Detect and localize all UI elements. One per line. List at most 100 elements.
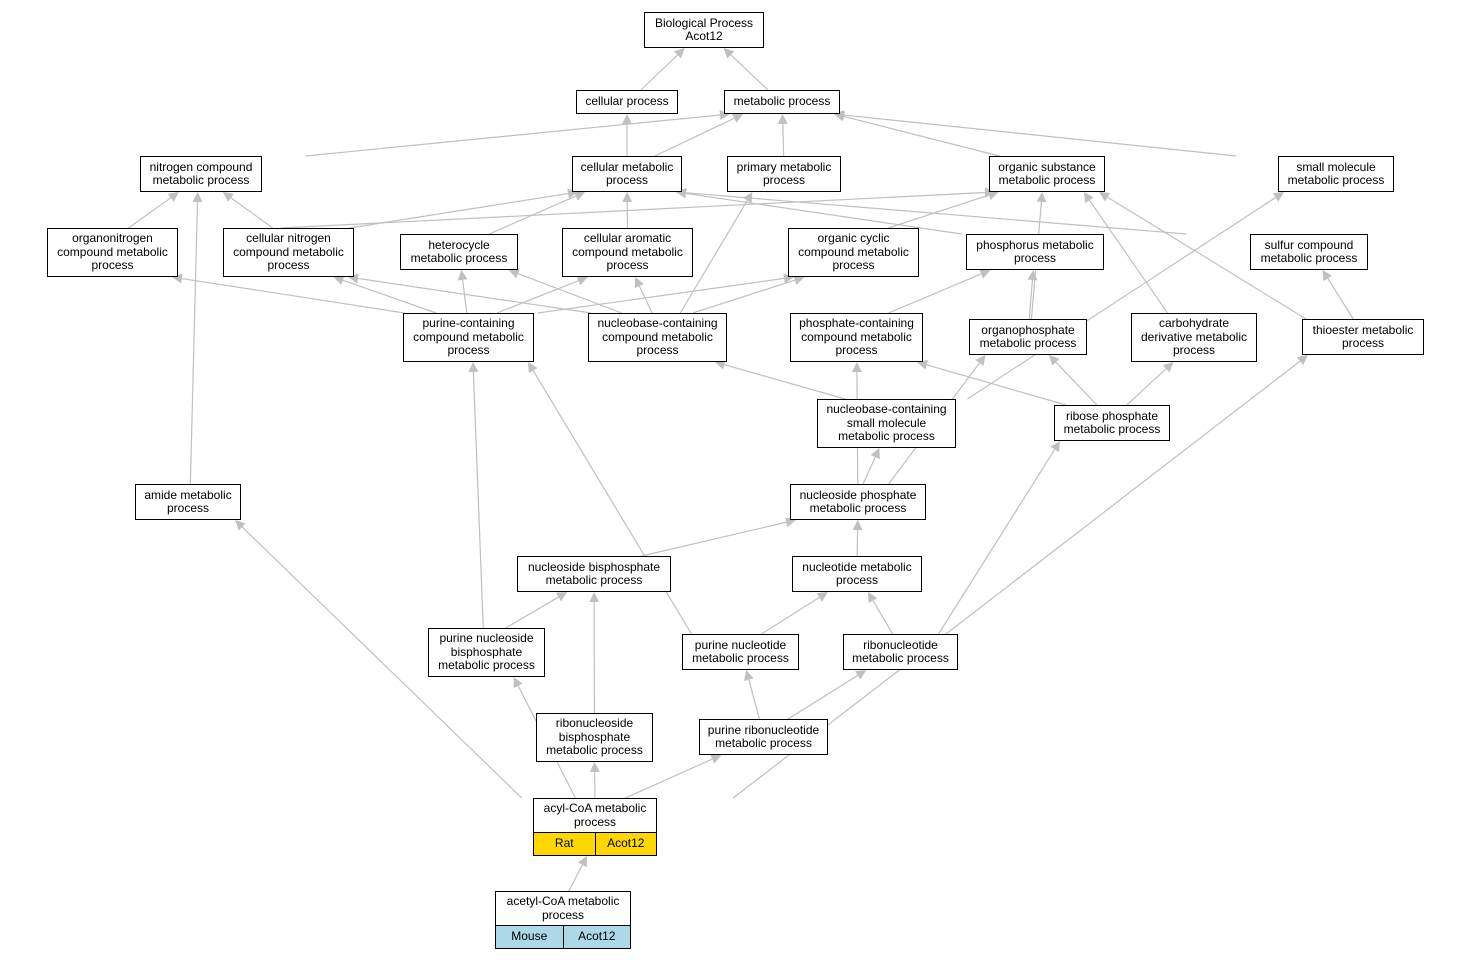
edge-nucbasecont-to-hetero [517,272,622,314]
node-label: metabolic process [152,173,250,187]
node-nucleoside-phosphate-metabolic-process[interactable]: nucleoside phosphate metabolic process [790,484,926,520]
edge-metabolic-to-root [730,54,769,91]
node-nucleobase-containing-compound-metabolic-process[interactable]: nucleobase-containing compound metabolic… [588,313,727,362]
edge-orgsub-to-metabolic [843,115,1000,157]
node-acetyl-coa-metabolic-process[interactable]: acetyl-CoA metabolic process Mouse Acot1… [495,891,631,949]
arrowhead [917,359,928,370]
edge-nucphos-to-nucbasesmall [862,456,876,485]
edge-nucbasecont-to-cellnitro [357,277,592,314]
annotation-row-rat: Rat Acot12 [534,832,656,855]
node-ribose-phosphate-metabolic-process[interactable]: ribose phosphate metabolic process [1054,405,1170,441]
node-label: metabolic process [733,94,831,109]
node-label: ribose phosphate [1065,408,1159,423]
edge-orgcyc-to-orgsub [888,194,990,229]
arrowhead [1297,355,1308,366]
arrowhead [573,191,585,201]
species-label: Rat [554,836,574,851]
arrowhead [870,448,880,460]
node-cellular-nitrogen-compound-metabolic-process[interactable]: cellular nitrogen compound metabolic pro… [223,228,354,277]
node-nucleobase-containing-small-molecule-metabolic-process[interactable]: nucleobase-containing small molecule met… [817,399,956,448]
arrowhead [1322,270,1333,282]
node-label: process [267,258,310,273]
node-label: metabolic process [852,651,949,665]
node-cellular-process[interactable]: cellular process [576,90,678,114]
node-label: phosphorus metabolic [976,237,1094,252]
node-thioester-metabolic-process[interactable]: thioester metabolic process [1302,319,1424,355]
edge-purinebis-to-nucbis [505,596,559,629]
edge-organonitro-to-orgsub [280,191,986,229]
arrowhead [867,592,878,604]
node-label: acetyl-CoA metabolic [506,894,620,908]
node-small-molecule-metabolic-process[interactable]: small molecule metabolic process [1278,156,1394,192]
node-label: small molecule [846,415,927,430]
node-biological-process[interactable]: Biological Process Acot12 [644,12,764,48]
node-amide-metabolic-process[interactable]: amide metabolic process [135,484,241,520]
node-nucleotide-metabolic-process[interactable]: nucleotide metabolic process [792,556,922,592]
arrowhead [167,192,179,202]
node-metabolic-process[interactable]: metabolic process [724,90,840,114]
node-label: organic substance [998,159,1096,174]
node-label: thioester metabolic [1312,322,1414,337]
node-organic-substance-metabolic-process[interactable]: organic substance metabolic process [989,156,1105,192]
node-label: metabolic process [838,429,935,444]
node-organic-cyclic-compound-metabolic-process[interactable]: organic cyclic compound metabolic proces… [788,228,919,277]
arrowhead [1162,362,1174,373]
arrowhead [855,670,867,680]
node-organophosphate-metabolic-process[interactable]: organophosphate metabolic process [969,319,1087,355]
node-cellular-aromatic-compound-metabolic-process[interactable]: cellular aromatic compound metabolic pro… [562,228,693,277]
arrowhead [222,192,234,202]
node-organonitrogen-compound-metabolic-process[interactable]: organonitrogen compound metabolic proces… [47,228,178,277]
annotation-row-mouse: Mouse Acot12 [496,925,630,948]
node-purine-containing-compound-metabolic-process[interactable]: purine-containing compound metabolic pro… [403,313,534,362]
gene-label: Acot12 [594,833,657,855]
node-label: bisphosphate [558,729,631,744]
node-purine-nucleoside-bisphosphate-metabolic-process[interactable]: purine nucleoside bisphosphate metabolic… [428,628,545,677]
node-phosphate-containing-compound-metabolic-process[interactable]: phosphate-containing compound metabolic … [790,313,923,362]
edge-organophos-to-phosphorus [1028,279,1034,320]
node-label: process [166,501,210,515]
node-heterocycle-metabolic-process[interactable]: heterocycle metabolic process [400,234,518,270]
arrowhead [816,592,828,602]
node-acyl-coa-metabolic-process[interactable]: acyl-CoA metabolic process Rat Acot12 [533,798,657,856]
node-label: nitrogen compound [149,159,253,174]
arrowhead [589,592,600,603]
edge-purineribo-to-purinenuc [748,679,760,720]
node-label: ribonucleoside [555,716,634,731]
node-purine-nucleotide-metabolic-process[interactable]: purine nucleotide metabolic process [682,634,799,670]
node-label: Biological Process [654,15,754,30]
edge-cellnitro-to-cellmet [349,192,569,229]
arrowhead [793,275,805,285]
node-carbohydrate-derivative-metabolic-process[interactable]: carbohydrate derivative metabolic proces… [1131,313,1257,362]
arrowhead [676,187,687,198]
node-label: cellular process [585,94,669,109]
node-label: organophosphate [981,322,1075,337]
node-purine-ribonucleotide-metabolic-process[interactable]: purine ribonucleotide metabolic process [699,719,828,755]
node-label: nucleoside phosphate [799,487,917,502]
node-label: bisphosphate [450,644,523,659]
node-label: compound metabolic [233,244,344,259]
arrowhead [714,359,726,370]
node-label: ribonucleotide [863,637,938,652]
node-sulfur-compound-metabolic-process[interactable]: sulfur compound metabolic process [1250,234,1368,270]
edge-purinecont-to-cellnitro [342,279,437,314]
node-label: metabolic process [1260,251,1358,265]
edge-nitrogen-to-metabolic [305,114,721,157]
edge-cellular-to-root [640,54,678,91]
arrowhead [1036,192,1047,203]
edge-acylcoa-to-purineribo [625,758,713,799]
node-nucleoside-bisphosphate-metabolic-process[interactable]: nucleoside bisphosphate metabolic proces… [517,556,671,592]
node-ribonucleoside-bisphosphate-metabolic-process[interactable]: ribonucleoside bisphosphate metabolic pr… [536,713,653,762]
arrowhead [577,856,587,868]
edge-nucbis-to-nucphos [641,521,787,557]
node-cellular-metabolic-process[interactable]: cellular metabolic process [572,156,682,192]
node-label: process [762,173,806,187]
node-phosphorus-metabolic-process[interactable]: phosphorus metabolic process [966,234,1104,270]
arrowhead [555,592,568,602]
node-primary-metabolic-process[interactable]: primary metabolic process [727,156,841,192]
node-nitrogen-compound-metabolic-process[interactable]: nitrogen compound metabolic process [140,156,262,192]
node-label: heterocycle [428,237,490,252]
arrowhead [567,188,578,199]
node-ribonucleotide-metabolic-process[interactable]: ribonucleotide metabolic process [843,634,958,670]
arrowhead [576,276,588,286]
edge-purinecont-to-hetero [462,279,468,314]
